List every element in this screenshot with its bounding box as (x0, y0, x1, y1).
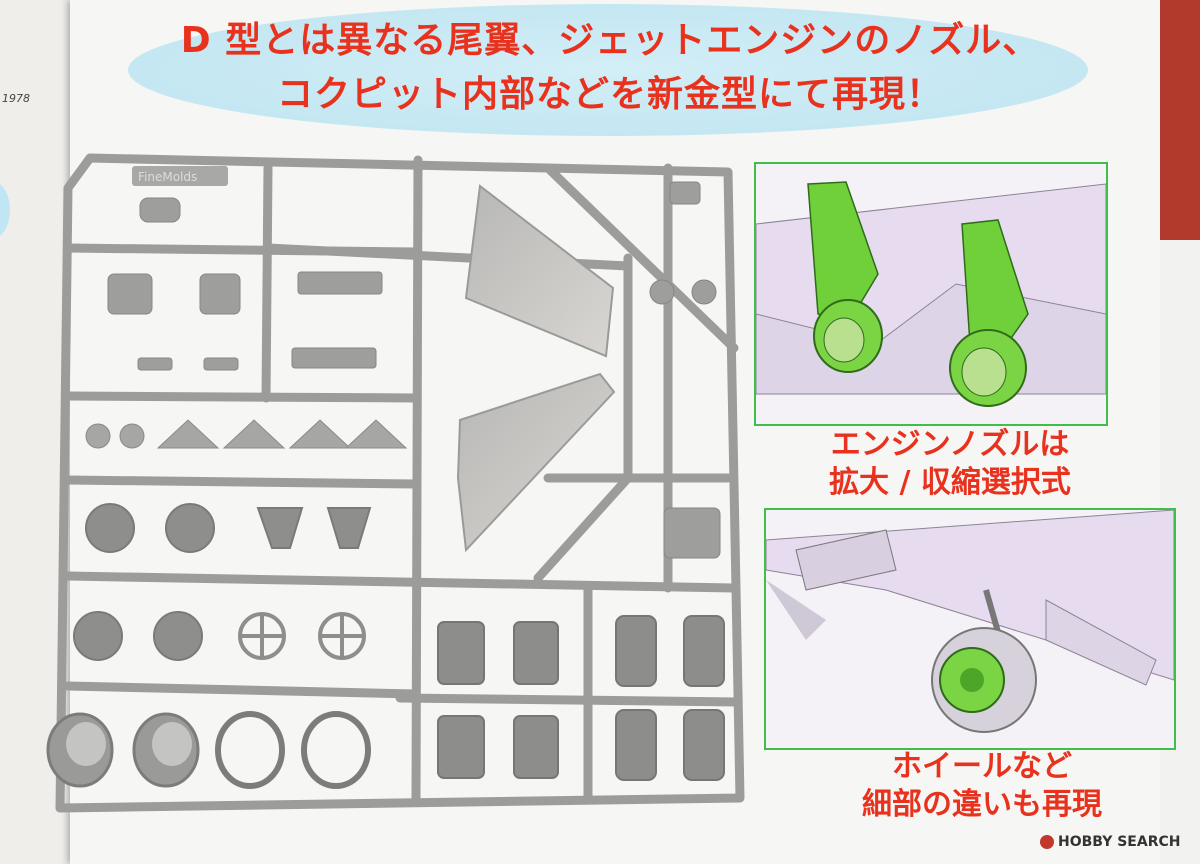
headline: D 型とは異なる尾翼、ジェットエンジンのノズル、 コクピット内部などを新金型にて… (150, 14, 1070, 122)
small-parts (107, 181, 721, 559)
engine-nozzle-caption: エンジンノズルは 拡大 / 収縮選択式 (800, 426, 1100, 502)
fan-parts (85, 419, 408, 449)
nozzle-ring-inners (66, 722, 192, 766)
watermark: HOBBY SEARCH (1040, 834, 1180, 850)
tail-fin-upper (464, 184, 615, 358)
turbine-discs (73, 503, 372, 661)
engine-nozzle-caption-line-1: エンジンノズルは (830, 427, 1070, 462)
year-text: 1978 (2, 92, 30, 105)
wheel-parts (238, 612, 366, 660)
blue-shape (0, 180, 10, 240)
wheel-caption-line-1: ホイールなど (892, 749, 1072, 784)
red-strip (1160, 0, 1200, 240)
tail-fin-lower (456, 372, 616, 553)
engine-cans (437, 615, 725, 781)
watermark-text: HOBBY SEARCH (1058, 834, 1181, 850)
wheel-caption-line-2: 細部の違いも再現 (862, 787, 1102, 822)
tail-fin-left (807, 181, 879, 325)
brand-label: FineMolds (138, 170, 197, 184)
engine-nozzle-caption-line-2: 拡大 / 収縮選択式 (829, 465, 1071, 500)
engine-nozzle-photo (754, 162, 1108, 426)
engine-nozzle-illustration (756, 164, 1106, 424)
headline-banner (128, 4, 1088, 136)
hobby-search-logo-icon (1040, 835, 1054, 849)
sprue-brand-tag: FineMolds (132, 166, 228, 186)
wheel-detail-photo (764, 508, 1176, 750)
headline-line-1: D 型とは異なる尾翼、ジェットエンジンのノズル、 (180, 20, 1040, 61)
wheel-caption: ホイールなど 細部の違いも再現 (812, 748, 1152, 824)
sprue-photo: FineMolds (46, 153, 745, 813)
headline-line-2: コクピット内部などを新金型にて再現！ (276, 74, 943, 115)
tail-fin-right (961, 219, 1029, 355)
wheel-illustration (766, 510, 1174, 748)
